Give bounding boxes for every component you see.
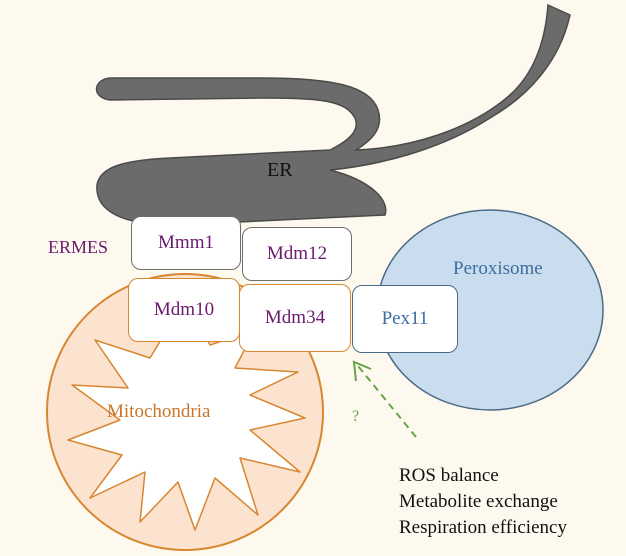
- outcome-item: Respiration efficiency: [399, 517, 567, 538]
- mitochondria-cristae: [67, 299, 306, 531]
- mdm10-label: Mdm10: [153, 299, 215, 320]
- mdm10-box: Mdm10: [128, 278, 240, 342]
- pex11-label: Pex11: [381, 308, 429, 329]
- outcome-item: ROS balance: [399, 465, 499, 486]
- outcomes-list: ROS balance Metabolite exchange Respirat…: [399, 463, 567, 541]
- dashed-arrow: [357, 365, 417, 438]
- question-mark: ?: [352, 408, 360, 425]
- mdm12-label: Mdm12: [266, 243, 328, 264]
- arrow-head: [352, 360, 372, 382]
- outcome-item: Metabolite exchange: [399, 491, 558, 512]
- ermes-label: ERMES: [48, 237, 109, 257]
- mdm34-label: Mdm34: [264, 307, 326, 328]
- mmm1-box: Mmm1: [131, 216, 241, 270]
- er-label: ER: [267, 159, 293, 181]
- pex11-box: Pex11: [352, 285, 458, 353]
- mitochondria-label: Mitochondria: [107, 401, 211, 422]
- er-membrane: [95, 3, 571, 226]
- mmm1-label: Mmm1: [158, 232, 214, 253]
- mdm34-box: Mdm34: [239, 284, 351, 352]
- mdm12-box: Mdm12: [242, 227, 352, 281]
- peroxisome-label: Peroxisome: [453, 258, 543, 279]
